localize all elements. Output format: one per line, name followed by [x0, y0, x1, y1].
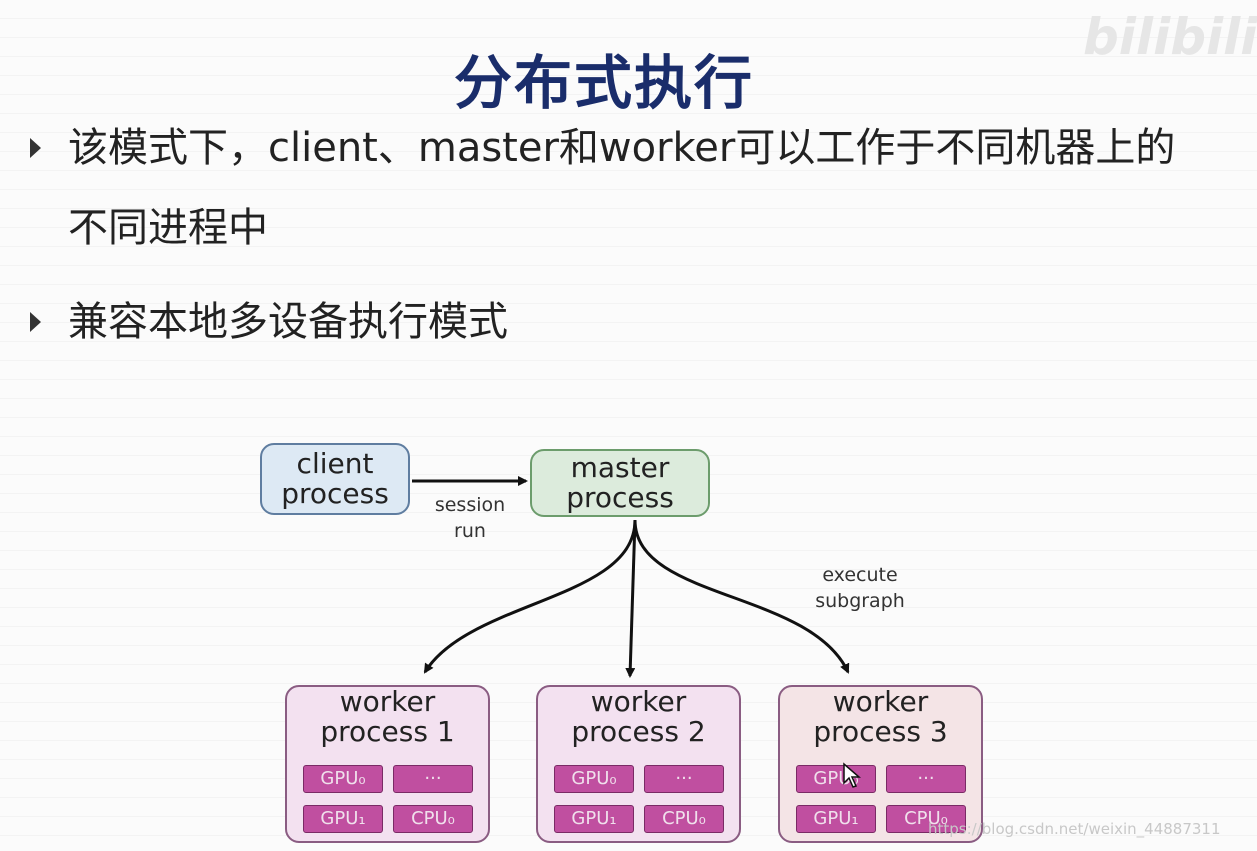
gpu1-chip: GPU₁ [303, 805, 383, 833]
bullet-2-text: 兼容本地多设备执行模式 [68, 299, 508, 345]
execute-subgraph-label: execute subgraph [815, 564, 905, 612]
session-run-label: session run [434, 494, 506, 542]
gpu0-chip: GPU₀ [554, 765, 634, 793]
arrow-master-to-worker-3 [633, 519, 850, 674]
arrow-master-to-worker-2 [625, 519, 637, 678]
ellipsis-chip: ··· [644, 765, 724, 793]
bilibili-logo: bilibili [1083, 8, 1257, 66]
cpu0-chip: CPU₀ [886, 805, 966, 833]
bullet-2: 兼容本地多设备执行模式 [30, 282, 930, 362]
ellipsis-chip: ··· [393, 765, 473, 793]
gpu1-chip: GPU₁ [796, 805, 876, 833]
bullet-1-text: 该模式下，client、master和worker可以工作于不同机器上的不同进程… [68, 125, 1176, 251]
arrow-master-to-worker-1 [423, 519, 637, 674]
worker-process-2-node: worker process 2 GPU₀ ··· GPU₁ CPU₀ [536, 685, 741, 843]
gpu0-chip: GPU₀ [796, 765, 876, 793]
cpu0-chip: CPU₀ [393, 805, 473, 833]
cpu0-chip: CPU₀ [644, 805, 724, 833]
ellipsis-chip: ··· [886, 765, 966, 793]
bullet-triangle-icon [30, 138, 41, 158]
gpu0-chip: GPU₀ [303, 765, 383, 793]
worker-process-label: worker process 1 [320, 685, 455, 748]
gpu1-chip: GPU₁ [554, 805, 634, 833]
client-process-node: client process [260, 443, 410, 515]
master-process-node: master process [530, 449, 710, 517]
mouse-cursor-icon [843, 762, 862, 788]
worker-process-label: worker process 3 [813, 685, 948, 748]
diagram-arrows [412, 476, 850, 678]
master-process-label: master process [566, 451, 674, 514]
csdn-url-watermark: https://blog.csdn.net/weixin_44887311 [928, 820, 1221, 838]
bullet-triangle-icon [30, 312, 41, 332]
slide-title: 分布式执行 [453, 49, 754, 117]
worker-process-3-node: worker process 3 GPU₀ ··· GPU₁ CPU₀ [778, 685, 983, 843]
worker-process-label: worker process 2 [571, 685, 706, 748]
client-process-label: client process [281, 447, 389, 510]
worker-process-1-node: worker process 1 GPU₀ ··· GPU₁ CPU₀ [285, 685, 490, 843]
bullet-1: 该模式下，client、master和worker可以工作于不同机器上的不同进程… [30, 108, 1200, 278]
